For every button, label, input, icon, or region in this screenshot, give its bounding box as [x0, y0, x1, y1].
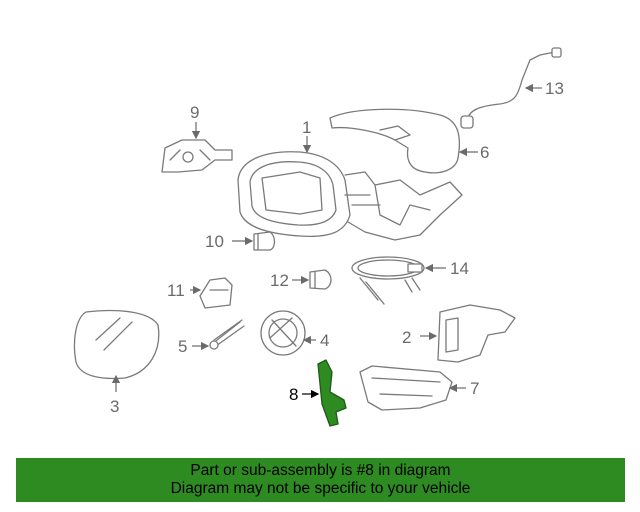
- part-2-lamp-assembly: [437, 304, 516, 363]
- callout-1: 1: [302, 118, 311, 137]
- callout-2: 2: [402, 328, 411, 347]
- part-8-highlighted-bracket: [317, 359, 347, 427]
- diagram-notice-banner: Part or sub-assembly is #8 in diagram Di…: [16, 458, 625, 502]
- part-13-cable: [460, 47, 562, 129]
- part-10-bulb: [253, 231, 276, 251]
- part-12-bulb: [309, 269, 332, 290]
- part-3-mirror-glass: [73, 309, 160, 380]
- callout-7: 7: [470, 379, 479, 398]
- callout-6: 6: [480, 143, 489, 162]
- callout-11: 11: [167, 281, 185, 300]
- callout-12: 12: [270, 271, 289, 290]
- banner-line-disclaimer: Diagram may not be specific to your vehi…: [170, 480, 471, 497]
- part-1-mirror-housing: [237, 151, 463, 241]
- banner-line-part: Part or sub-assembly is #8 in diagram: [190, 462, 451, 479]
- callout-5: 5: [178, 337, 187, 356]
- callout-13: 13: [545, 79, 564, 98]
- callout-4: 4: [320, 331, 329, 350]
- callout-14: 14: [450, 259, 469, 278]
- part-9-bracket: [161, 139, 233, 173]
- callout-3: 3: [110, 397, 119, 416]
- callout-10: 10: [205, 232, 224, 251]
- part-6-mirror-cover: [329, 108, 461, 174]
- part-11-housing: [199, 277, 233, 309]
- callout-8-highlighted: 8: [289, 385, 298, 404]
- part-7-cover: [359, 365, 453, 411]
- leader-lines: [111, 83, 542, 399]
- part-5-screw: [209, 319, 245, 350]
- callout-9: 9: [190, 103, 199, 122]
- part-14-wiring-harness: [351, 256, 425, 305]
- part-4-motor: [260, 310, 306, 356]
